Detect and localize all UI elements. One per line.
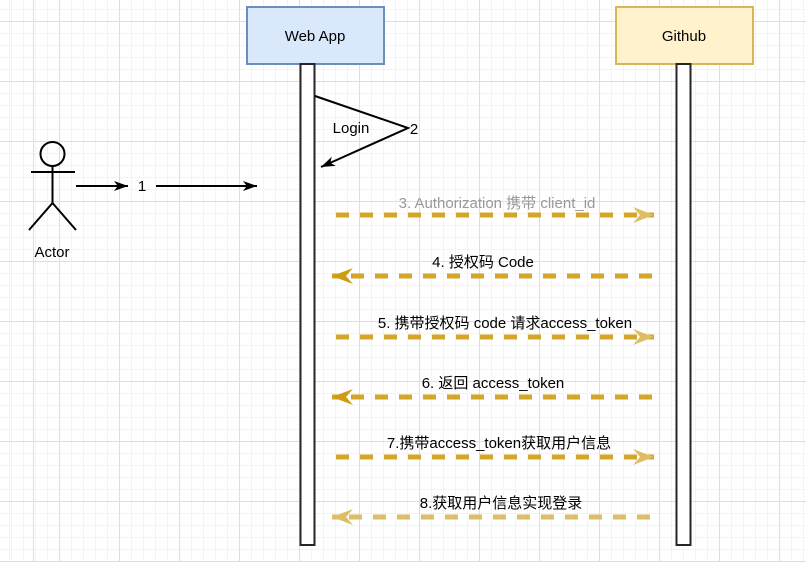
message-3-label: 3. Authorization 携带 client_id	[399, 195, 596, 212]
message-7-arrow[interactable]: 7.携带access_token获取用户信息	[336, 435, 654, 465]
webapp-activation-bar[interactable]	[299, 63, 316, 546]
message-5-label: 5. 携带授权码 code 请求access_token	[378, 315, 632, 332]
participant-github[interactable]: Github	[615, 6, 754, 65]
message-6-arrow[interactable]: 6. 返回 access_token	[332, 375, 652, 405]
participant-webapp-box	[246, 6, 385, 65]
actor-head	[39, 141, 66, 167]
message-1-label: 1	[138, 178, 146, 195]
actor-leg-right	[51, 202, 77, 231]
message-7-label: 7.携带access_token获取用户信息	[387, 435, 611, 452]
message-5-arrow[interactable]: 5. 携带授权码 code 请求access_token	[336, 315, 654, 345]
self-message-label: Login	[333, 120, 370, 137]
message-4-label: 4. 授权码 Code	[432, 254, 534, 271]
participant-github-label: Github	[662, 28, 706, 45]
self-message-line	[314, 95, 411, 168]
self-message-login[interactable]: Login 2	[314, 95, 418, 168]
self-message-seq: 2	[410, 121, 418, 138]
github-activation-bar[interactable]	[675, 63, 692, 546]
message-3-arrow[interactable]: 3. Authorization 携带 client_id	[336, 195, 654, 223]
actor-leg-left	[28, 202, 54, 231]
actor-participant[interactable]: Actor	[28, 141, 77, 261]
actor-label: Actor	[34, 244, 69, 261]
message-8-label: 8.获取用户信息实现登录	[420, 495, 583, 512]
message-4-arrow[interactable]: 4. 授权码 Code	[332, 254, 652, 284]
message-1-arrow[interactable]: 1	[76, 178, 257, 195]
message-8-arrow[interactable]: 8.获取用户信息实现登录	[332, 495, 650, 525]
message-6-label: 6. 返回 access_token	[422, 375, 565, 392]
participant-webapp[interactable]: Web App	[246, 6, 385, 65]
participant-webapp-label: Web App	[285, 28, 346, 45]
